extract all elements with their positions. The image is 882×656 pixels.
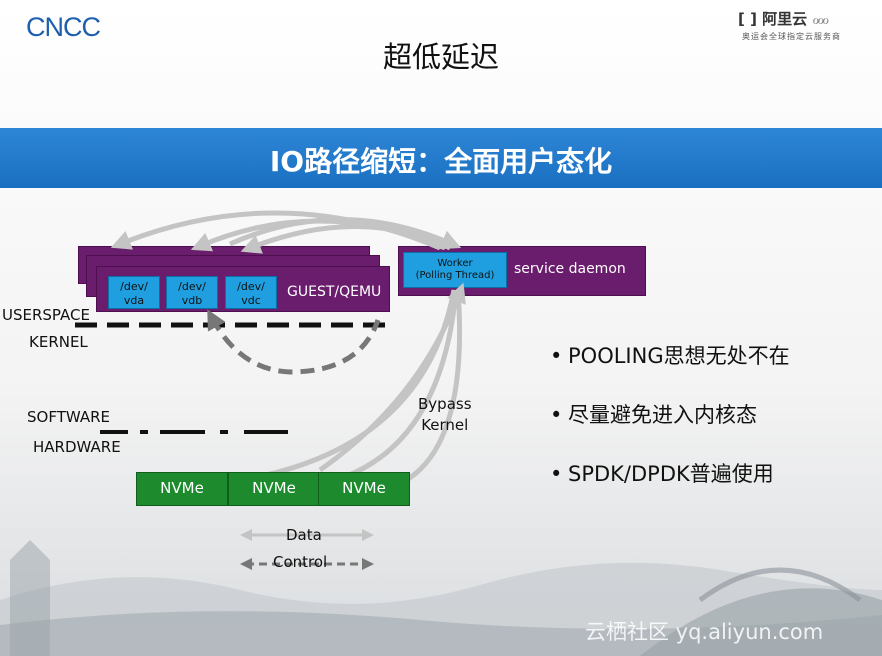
device-vdc-line2: vdc [241,294,261,307]
kernel-label: KERNEL [29,333,88,351]
device-vda: /dev/ vda [108,276,160,309]
bypass-line2: Kernel [421,416,469,434]
device-vda-line1: /dev/ [120,280,148,293]
userspace-label: USERSPACE [2,306,90,324]
legend-control-label: Control [273,553,328,571]
bullet-text: POOLING思想无处不在 [568,344,790,368]
aliyun-logo-text: 阿里云 [762,10,808,28]
worker-line2: (Polling Thread) [415,270,495,281]
banner-title: IO路径缩短：全面用户态化 [269,145,613,178]
device-vdb: /dev/ vdb [166,276,218,309]
bullet-text: 尽量避免进入内核态 [568,403,757,427]
bullet-item: •尽量避免进入内核态 [550,399,790,458]
device-vdb-line1: /dev/ [178,280,206,293]
banner [0,128,882,188]
nvme-device-3: NVMe [318,472,410,506]
device-vdb-line2: vdb [181,294,203,307]
cncc-logo: CNCC [26,12,101,42]
aliyun-logo-subtitle: 奥运会全球指定云服务商 [742,32,841,41]
service-daemon-label: service daemon [514,261,626,277]
software-label: SOFTWARE [27,408,111,426]
bypass-nvme-return [318,282,466,473]
bullet-list: •POOLING思想无处不在 •尽量避免进入内核态 •SPDK/DPDK普遍使用 [550,340,790,517]
aliyun-logo-mark-icon: [ ] [738,10,757,28]
aliyun-logo: [ ] 阿里云 ℴℴℴ [738,8,829,29]
device-vdc: /dev/ vdc [225,276,277,309]
guest-qemu-label: GUEST/QEMU [287,284,382,300]
bullet-dot-icon: • [550,344,563,368]
control-loop [207,309,381,375]
bullet-item: •POOLING思想无处不在 [550,340,790,399]
arc-worker-vdc [240,224,452,254]
bypass-line1: Bypass [418,395,472,413]
device-vdc-line1: /dev/ [237,280,265,293]
bullet-item: •SPDK/DPDK普遍使用 [550,458,790,517]
hardware-label: HARDWARE [33,438,121,456]
bullet-text: SPDK/DPDK普遍使用 [568,462,774,486]
nvme-device-2: NVMe [228,472,320,506]
legend-data-label: Data [286,526,322,544]
arc-guest-worker [228,217,462,250]
device-vda-line2: vda [123,294,145,307]
olympic-rings-icon: ℴℴℴ [812,10,829,28]
nvme-device-1: NVMe [136,472,228,506]
watermark: 云栖社区 yq.aliyun.com [585,620,824,644]
worker-line1: Worker [437,258,473,269]
bullet-dot-icon: • [550,462,563,486]
page-title: 超低延迟 [382,40,499,74]
bypass-nvme-1 [180,289,457,496]
bypass-kernel-label: Bypass Kernel [418,394,472,436]
bullet-dot-icon: • [550,403,563,427]
worker-box: Worker (Polling Thread) [403,252,507,288]
